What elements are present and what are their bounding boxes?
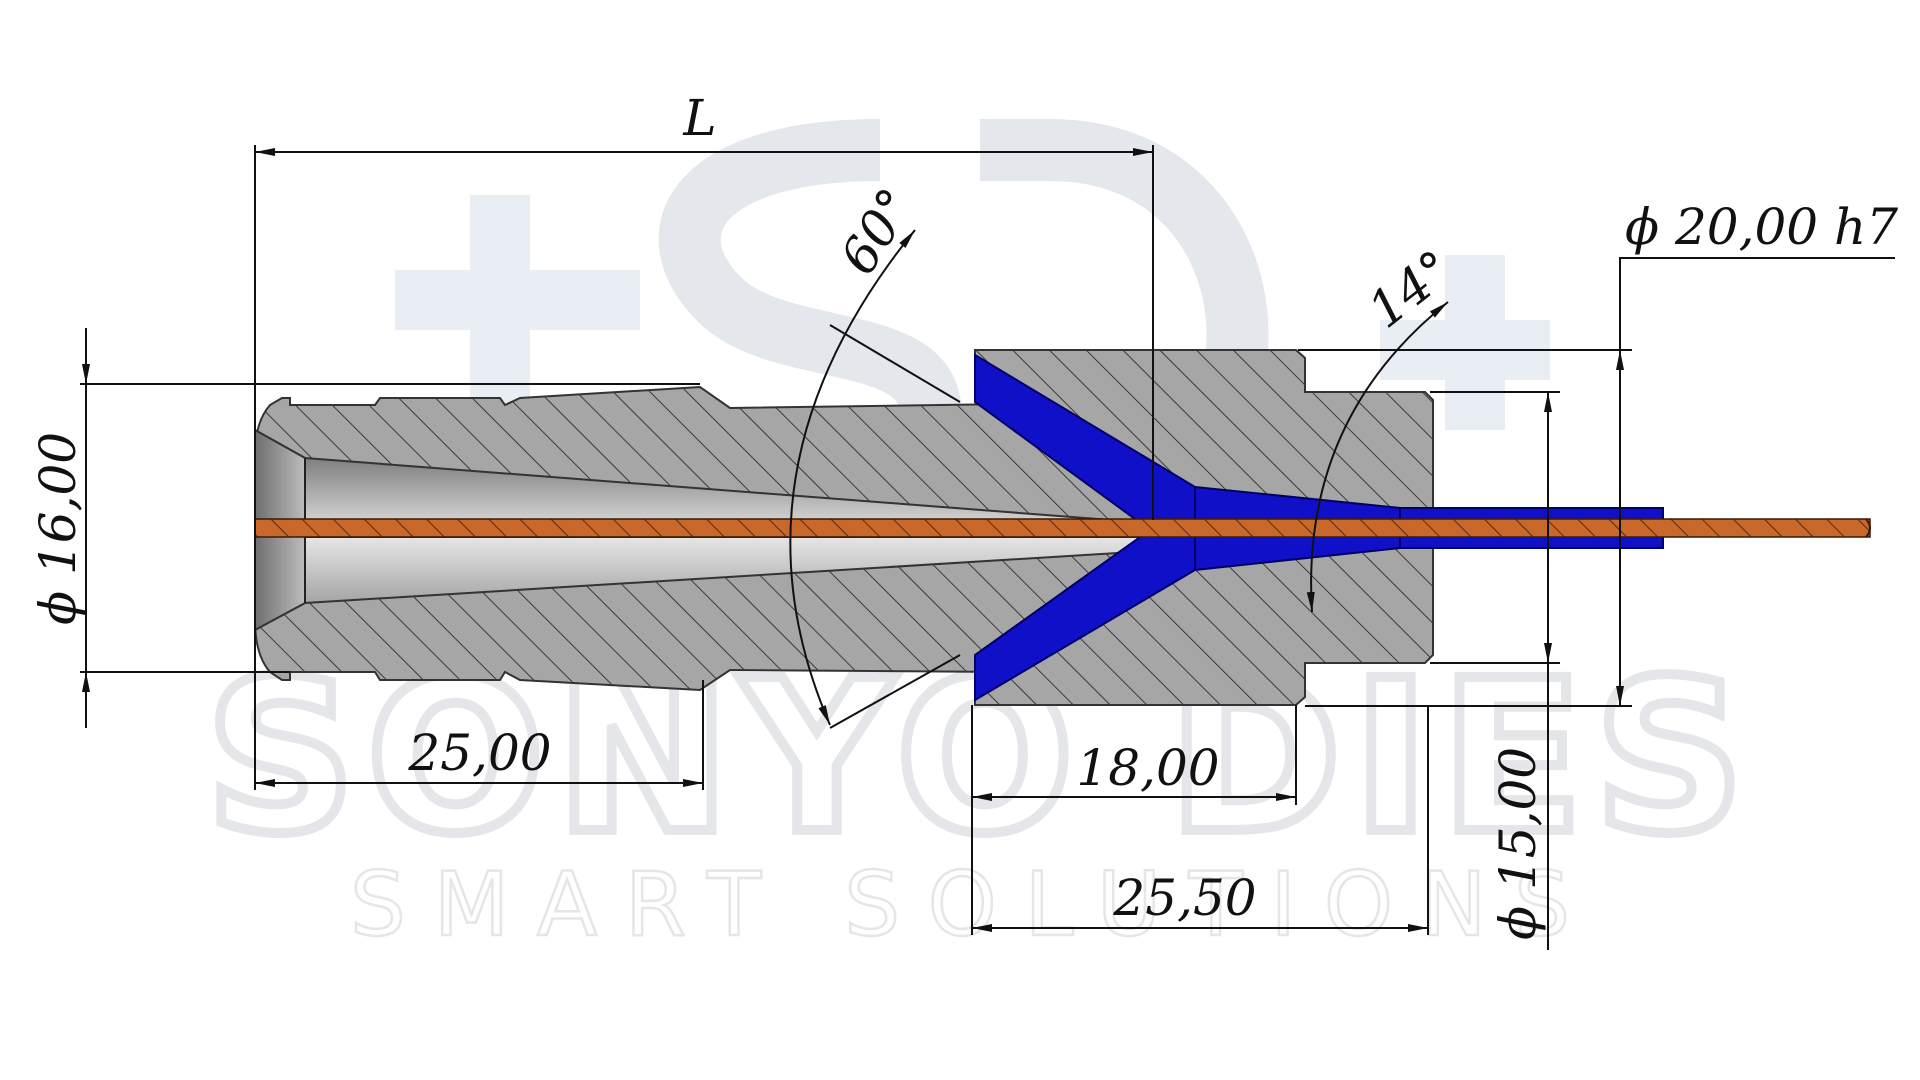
dim-die-inner-length: 18,00	[1076, 739, 1219, 797]
tip-body	[254, 385, 1151, 692]
conductor-wire	[254, 518, 1871, 538]
dim-die-body-diameter: ϕ 15,00	[1489, 747, 1547, 940]
wire-end	[1865, 518, 1871, 538]
dim-tip-diameter: ϕ 16,00	[29, 432, 87, 625]
dim-outer-diameter: ϕ 20,00 h7	[1625, 198, 1898, 256]
watermark-tagline: SMART SOLUTIONS	[350, 853, 1600, 956]
dim-overall-length: L	[682, 89, 716, 147]
dim-tip-length: 25,00	[407, 724, 551, 782]
dim-die-length: 25,50	[1112, 869, 1256, 927]
dim-cone-angle: 60°	[829, 178, 925, 284]
